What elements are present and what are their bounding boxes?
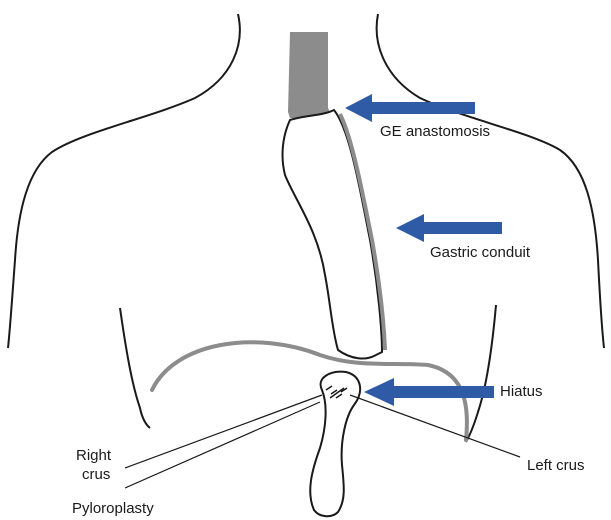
right-crus-label-line2: crus (82, 466, 110, 484)
gastric-conduit (283, 110, 382, 358)
left-ribcage-outline (120, 308, 150, 428)
left-crus-label: Left crus (527, 457, 585, 475)
esophagus (288, 32, 333, 118)
ge-anastomosis-arrow-icon (345, 94, 475, 122)
pyloroplasty-label: Pyloroplasty (72, 500, 154, 518)
hiatus-label: Hiatus (500, 383, 543, 401)
gastric-conduit-arrow-icon (396, 214, 502, 242)
gastric-conduit-label: Gastric conduit (430, 244, 530, 262)
right-crus-label-line1: Right (76, 447, 111, 465)
neck-right-outline (377, 14, 604, 348)
left-crus-leader (350, 395, 520, 457)
pylorus-body (310, 372, 360, 517)
neck-left-outline (8, 14, 240, 348)
pyloroplasty-leader (125, 402, 320, 488)
ge-anastomosis-label: GE anastomosis (380, 123, 490, 141)
right-ribcage-outline (466, 305, 496, 442)
right-crus-leader (125, 395, 322, 468)
hiatus-arrow-icon (364, 378, 494, 406)
